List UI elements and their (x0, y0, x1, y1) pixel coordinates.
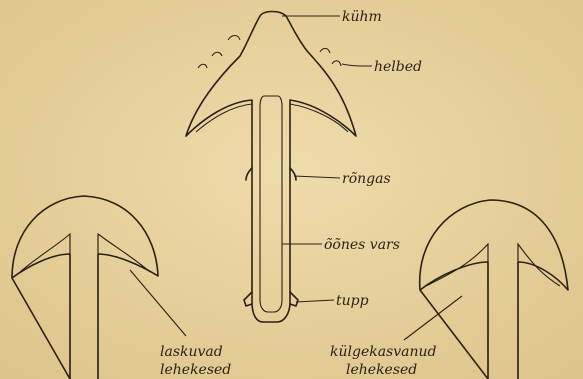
label-kuhm: kühm (342, 9, 382, 25)
label-helbed: helbed (374, 59, 422, 75)
label-tupp: tupp (336, 293, 369, 309)
label-oones-vars: õõnes vars (324, 237, 400, 253)
label-laskuvad-lehekesed: lehekesed (160, 362, 231, 378)
label-kulgekasvanud-lehekesed: lehekesed (346, 362, 417, 378)
label-laskuvad: laskuvad (160, 344, 223, 360)
label-kulgekasvanud: külgekasvanud (330, 344, 437, 360)
label-rongas: rõngas (342, 171, 391, 187)
